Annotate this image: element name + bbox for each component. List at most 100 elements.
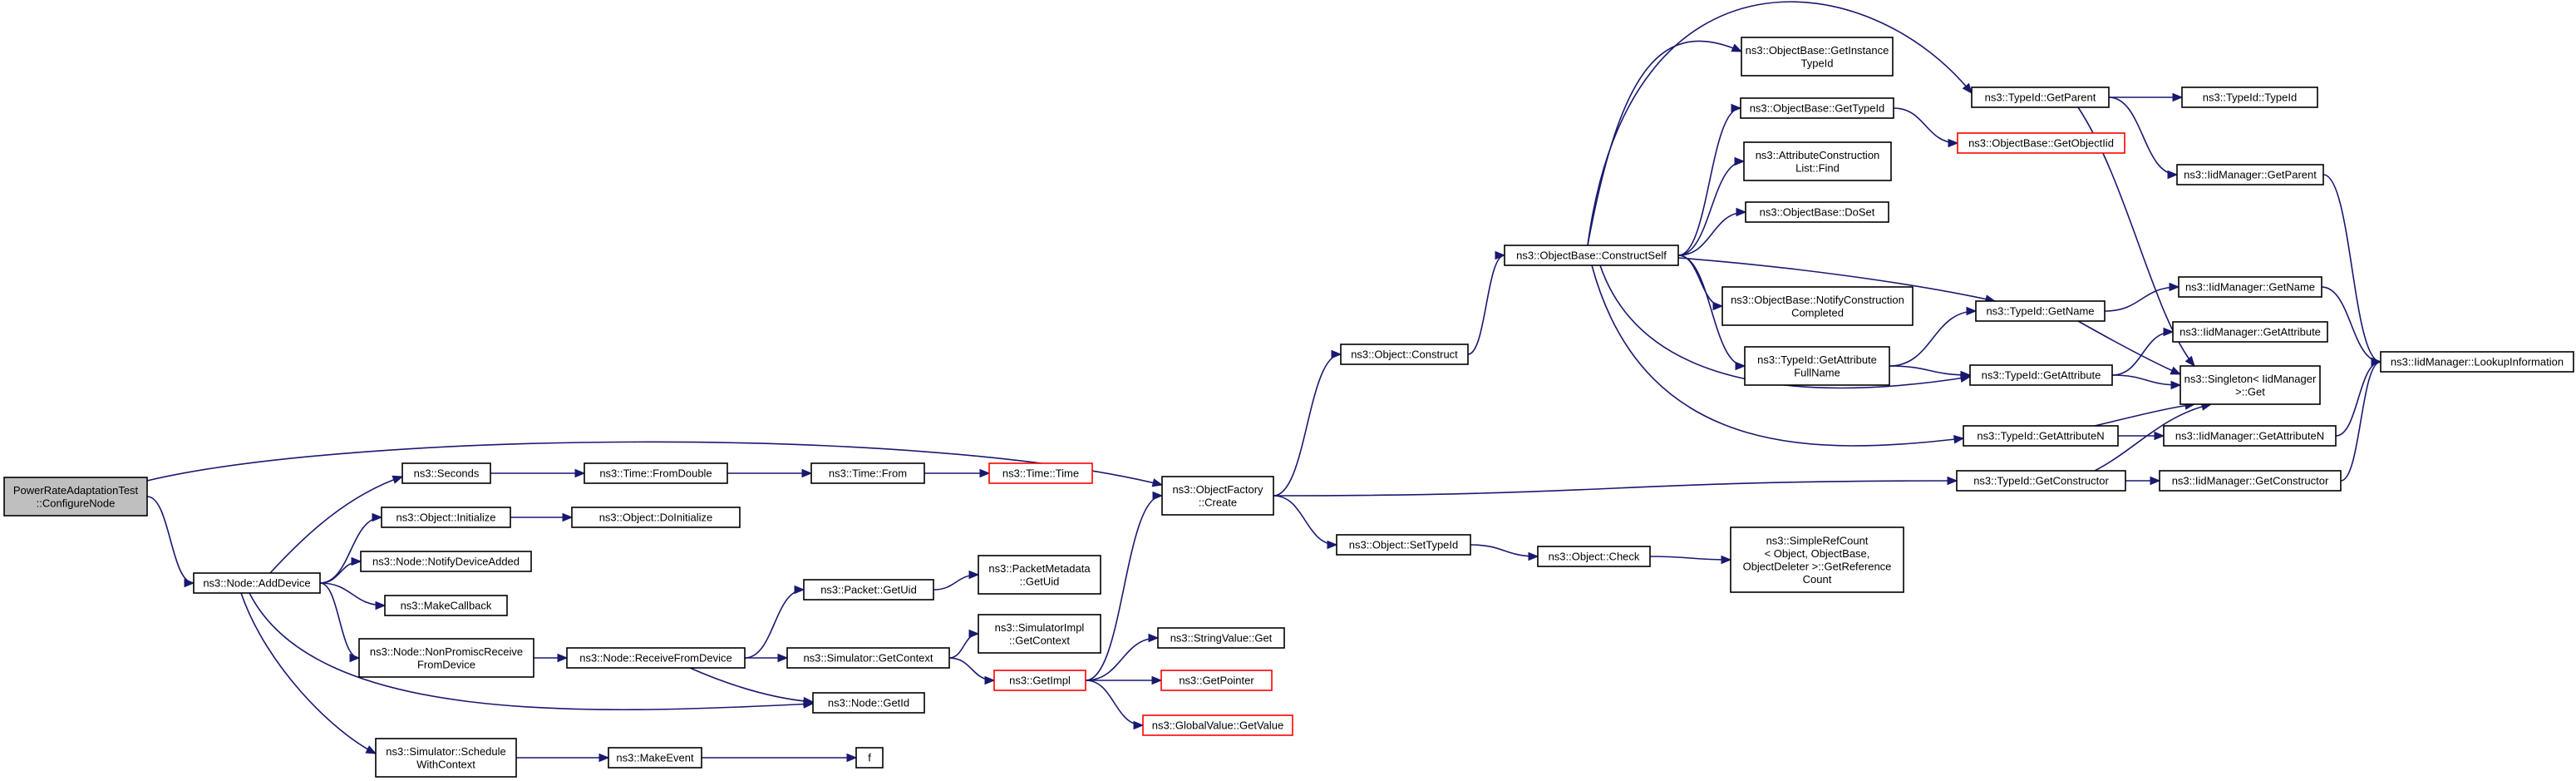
node-iidattrn[interactable]: ns3::IidManager::GetAttributeN bbox=[2163, 425, 2337, 447]
node-ttypeid[interactable]: ns3::TypeId::TypeId bbox=[2181, 87, 2318, 108]
node-strget[interactable]: ns3::StringValue::Get bbox=[1157, 627, 1285, 649]
node-iidparent[interactable]: ns3::IidManager::GetParent bbox=[2176, 164, 2324, 185]
node-timefrom[interactable]: ns3::Time::From bbox=[810, 462, 925, 484]
edge-adddevice-to-getid-line bbox=[249, 592, 814, 711]
edge-ofcreate-to-settypeid bbox=[1273, 495, 1338, 550]
node-receive-label: ns3::Node::ReceiveFromDevice bbox=[579, 652, 732, 665]
node-getimpl-label: ns3::GetImpl bbox=[1009, 675, 1071, 687]
node-pmuid[interactable]: ns3::PacketMetadata::GetUid bbox=[978, 555, 1101, 595]
node-iidparent-box bbox=[2176, 164, 2324, 185]
node-getobjectiid[interactable]: ns3::ObjectBase::GetObjectIid bbox=[1957, 132, 2125, 154]
edge-tgetname-to-iidname-arrowhead bbox=[2169, 282, 2180, 292]
node-singleton-label: ns3::Singleton< IidManager bbox=[2184, 373, 2317, 385]
edge-configure-to-ofcreate-line bbox=[146, 441, 1163, 486]
node-check[interactable]: ns3::Object::Check bbox=[1537, 546, 1651, 567]
node-iidctor-box bbox=[2159, 470, 2342, 492]
edge-tgetattrn-to-iidattrn bbox=[2118, 431, 2165, 441]
node-getobjectiid-box bbox=[1957, 132, 2125, 154]
node-getid[interactable]: ns3::Node::GetId bbox=[812, 692, 925, 714]
node-ofcreate-label: ::Create bbox=[1199, 496, 1237, 508]
node-singleton[interactable]: ns3::Singleton< IidManager>::Get bbox=[2180, 365, 2321, 405]
edge-gettypeid-to-getobjectiid-line bbox=[1893, 107, 1958, 144]
node-pmuid-label: ::GetUid bbox=[1020, 575, 1060, 587]
edge-adddevice-to-initialize-line bbox=[319, 517, 382, 584]
edge-tgetparent-to-iidparent bbox=[2108, 96, 2179, 180]
node-notifyconst-label: ns3::ObjectBase::NotifyConstruction bbox=[1731, 294, 1904, 306]
node-iidname[interactable]: ns3::IidManager::GetName bbox=[2178, 276, 2322, 298]
node-fromdouble-box bbox=[584, 462, 728, 484]
edge-ofcreate-to-construct-line bbox=[1273, 353, 1342, 497]
node-simimplctx[interactable]: ns3::SimulatorImpl::GetContext bbox=[978, 614, 1101, 654]
node-tgetattr[interactable]: ns3::TypeId::GetAttribute bbox=[1969, 364, 2113, 386]
node-ofcreate[interactable]: ns3::ObjectFactory::Create bbox=[1161, 476, 1274, 516]
node-doset[interactable]: ns3::ObjectBase::DoSet bbox=[1745, 201, 1889, 223]
edge-adddevice-to-makecb-line bbox=[319, 582, 386, 606]
edge-constructself-to-tgetname-line bbox=[1677, 257, 1996, 302]
edge-tgetparent-to-iidparent-arrowhead bbox=[2167, 170, 2179, 180]
edge-tgetattrn-to-singleton bbox=[2094, 401, 2196, 427]
node-seconds[interactable]: ns3::Seconds bbox=[401, 462, 491, 484]
node-iidattr[interactable]: ns3::IidManager::GetAttribute bbox=[2172, 321, 2328, 343]
node-getimpl-box bbox=[993, 670, 1086, 691]
node-pktuid[interactable]: ns3::Packet::GetUid bbox=[803, 579, 934, 601]
node-tgetctor[interactable]: ns3::TypeId::GetConstructor bbox=[1956, 470, 2126, 492]
edge-getimpl-to-strget-line bbox=[1085, 637, 1159, 681]
node-f[interactable]: f bbox=[855, 747, 884, 769]
node-timetime[interactable]: ns3::Time::Time bbox=[988, 462, 1093, 484]
node-simpleref-label: < Object, ObjectBase, bbox=[1765, 547, 1870, 560]
node-getimpl[interactable]: ns3::GetImpl bbox=[993, 670, 1086, 691]
node-construct[interactable]: ns3::Object::Construct bbox=[1340, 344, 1469, 365]
edge-ofcreate-to-construct bbox=[1273, 349, 1342, 497]
node-initialize[interactable]: ns3::Object::Initialize bbox=[381, 507, 511, 528]
node-gettypeid-label: ns3::ObjectBase::GetTypeId bbox=[1750, 102, 1885, 115]
node-f-box bbox=[855, 747, 884, 769]
node-construct-label: ns3::Object::Construct bbox=[1351, 348, 1458, 361]
edge-getimpl-to-gvget-line bbox=[1085, 680, 1144, 726]
node-iidctor[interactable]: ns3::IidManager::GetConstructor bbox=[2159, 470, 2342, 492]
node-makecb-box bbox=[384, 595, 508, 616]
node-makecb[interactable]: ns3::MakeCallback bbox=[384, 595, 508, 616]
node-tgetattrn[interactable]: ns3::TypeId::GetAttributeN bbox=[1963, 425, 2119, 447]
node-adddevice-box bbox=[193, 572, 321, 594]
node-getattrfull-box bbox=[1744, 346, 1890, 386]
edge-iidattrn-to-lookup bbox=[2335, 357, 2382, 437]
node-receive[interactable]: ns3::Node::ReceiveFromDevice bbox=[566, 647, 746, 669]
node-settypeid[interactable]: ns3::Object::SetTypeId bbox=[1336, 534, 1471, 556]
edge-getimpl-to-gvget bbox=[1085, 680, 1145, 730]
node-simctx[interactable]: ns3::Simulator::GetContext bbox=[786, 647, 950, 669]
node-getinst-box bbox=[1741, 37, 1894, 77]
node-notifydev[interactable]: ns3::Node::NotifyDeviceAdded bbox=[360, 551, 532, 572]
edge-check-to-simpleref bbox=[1649, 555, 1732, 565]
edge-constructself-to-notifyconst-line bbox=[1677, 255, 1723, 307]
edge-simctx-to-simimplctx bbox=[948, 629, 980, 659]
node-configure[interactable]: PowerRateAdaptationTest::ConfigureNode bbox=[3, 477, 148, 517]
node-getid-box bbox=[812, 692, 925, 714]
node-lookup[interactable]: ns3::IidManager::LookupInformation bbox=[2380, 351, 2574, 373]
edge-constructself-to-doset bbox=[1677, 207, 1747, 256]
node-gvget[interactable]: ns3::GlobalValue::GetValue bbox=[1142, 714, 1293, 736]
node-constructself[interactable]: ns3::ObjectBase::ConstructSelf bbox=[1504, 245, 1679, 266]
node-adddevice[interactable]: ns3::Node::AddDevice bbox=[193, 572, 321, 594]
node-tgetparent[interactable]: ns3::TypeId::GetParent bbox=[1971, 87, 2110, 108]
node-doinit[interactable]: ns3::Object::DoInitialize bbox=[571, 507, 741, 528]
node-singleton-box bbox=[2180, 365, 2321, 405]
edge-construct-to-constructself-arrowhead bbox=[1495, 250, 1506, 260]
node-simpleref[interactable]: ns3::SimpleRefCount< Object, ObjectBase,… bbox=[1730, 526, 1904, 593]
node-getptr[interactable]: ns3::GetPointer bbox=[1160, 670, 1273, 691]
node-settypeid-box bbox=[1336, 534, 1471, 556]
node-getid-label: ns3::Node::GetId bbox=[828, 697, 909, 709]
node-notifyconst[interactable]: ns3::ObjectBase::NotifyConstructionCompl… bbox=[1721, 286, 1914, 326]
node-makeevent[interactable]: ns3::MakeEvent bbox=[608, 747, 702, 769]
edge-tgetattr-to-singleton bbox=[2111, 374, 2182, 390]
node-fromdouble[interactable]: ns3::Time::FromDouble bbox=[584, 462, 728, 484]
node-tgetname[interactable]: ns3::TypeId::GetName bbox=[1975, 300, 2106, 322]
edge-gettypeid-to-getobjectiid-arrowhead bbox=[1948, 138, 1959, 148]
node-lookup-label: ns3::IidManager::LookupInformation bbox=[2391, 356, 2564, 368]
node-gettypeid[interactable]: ns3::ObjectBase::GetTypeId bbox=[1740, 97, 1894, 119]
node-simpleref-label: ns3::SimpleRefCount bbox=[1766, 534, 1869, 546]
